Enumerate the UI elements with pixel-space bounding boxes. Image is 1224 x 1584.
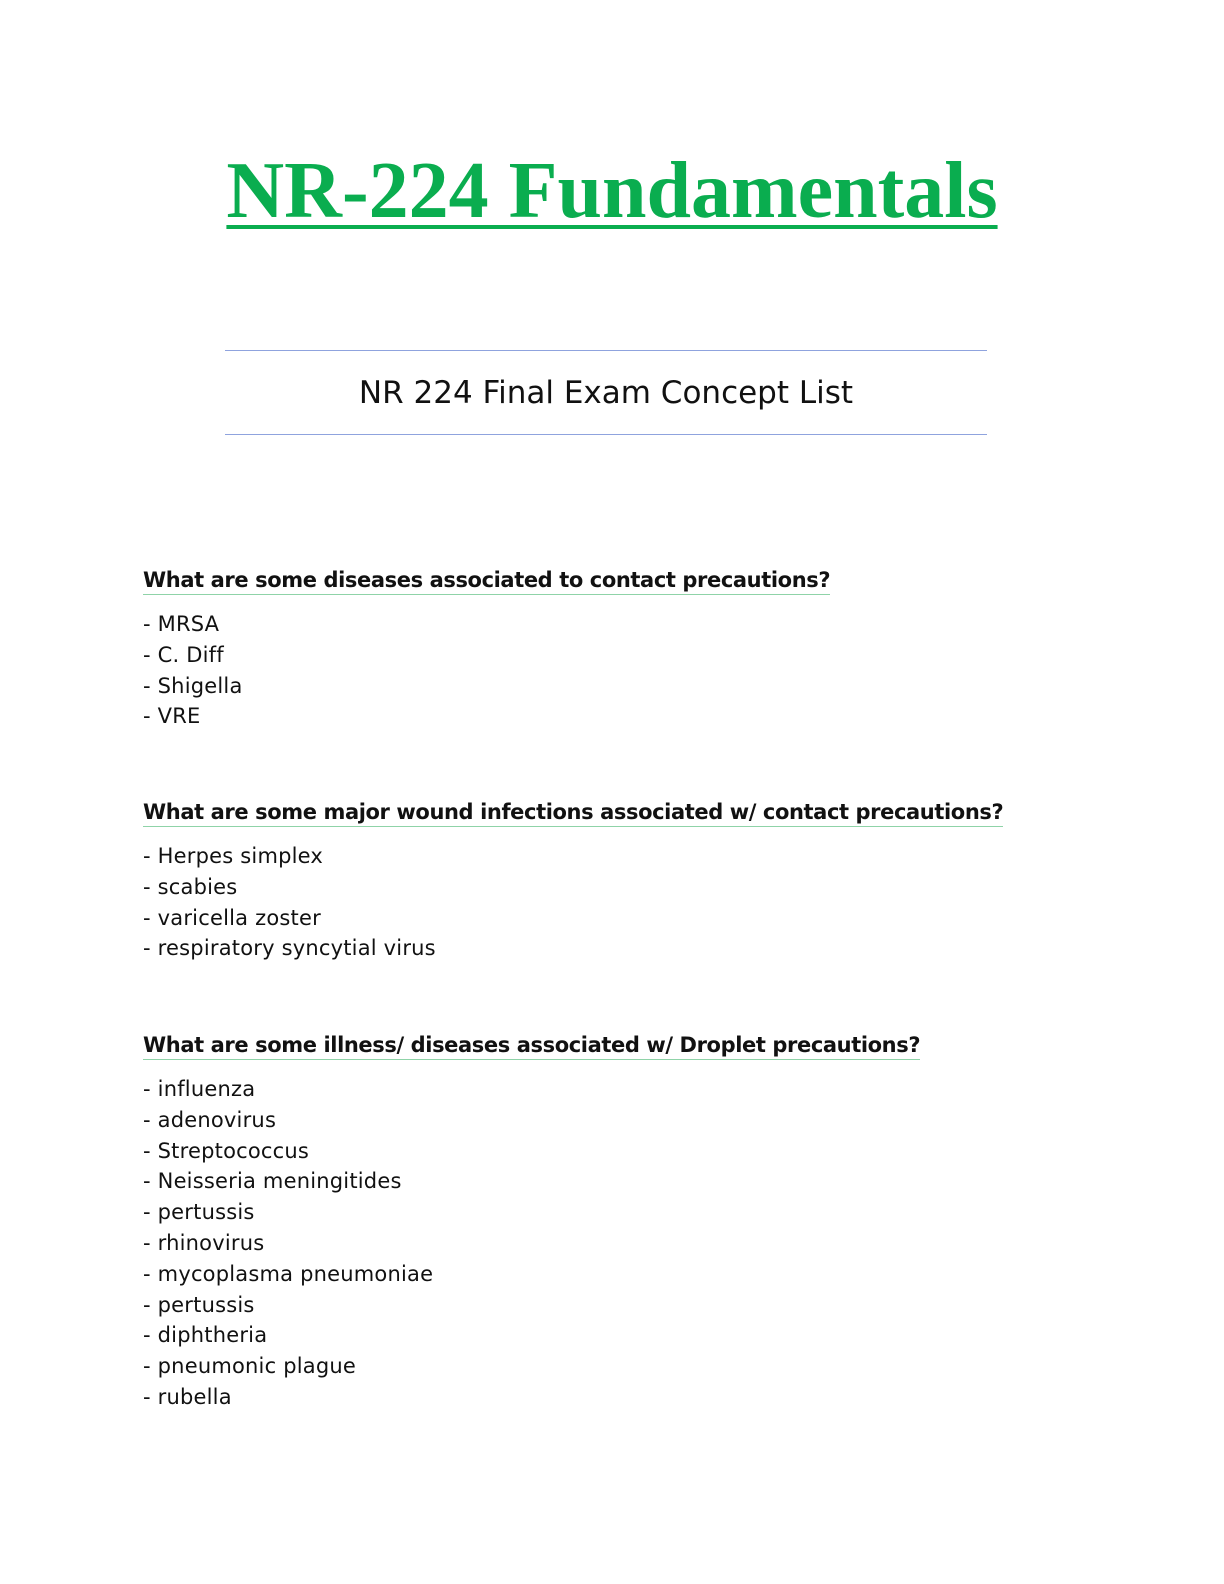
document-title: NR-224 Fundamentals: [0, 146, 1224, 237]
list-item: varicella zoster: [143, 903, 1143, 934]
section-wound-infections: What are some major wound infections ass…: [143, 798, 1143, 964]
list-item: adenovirus: [143, 1105, 1143, 1136]
answer-list: MRSA C. Diff Shigella VRE: [143, 609, 1143, 732]
list-item: diphtheria: [143, 1320, 1143, 1351]
document-title-text: NR-224 Fundamentals: [226, 147, 998, 235]
question-heading: What are some diseases associated to con…: [143, 566, 831, 595]
list-item: pertussis: [143, 1197, 1143, 1228]
list-item: scabies: [143, 872, 1143, 903]
list-item: mycoplasma pneumoniae: [143, 1259, 1143, 1290]
list-item: respiratory syncytial virus: [143, 933, 1143, 964]
list-item: Herpes simplex: [143, 841, 1143, 872]
list-item: pertussis: [143, 1290, 1143, 1321]
answer-list: influenza adenovirus Streptococcus Neiss…: [143, 1074, 1143, 1413]
document-subtitle: NR 224 Final Exam Concept List: [358, 374, 854, 411]
list-item: Shigella: [143, 671, 1143, 702]
list-item: VRE: [143, 701, 1143, 732]
list-item: MRSA: [143, 609, 1143, 640]
subtitle-banner: NR 224 Final Exam Concept List: [225, 350, 987, 435]
section-droplet-diseases: What are some illness/ diseases associat…: [143, 1031, 1143, 1413]
section-contact-diseases: What are some diseases associated to con…: [143, 566, 1143, 732]
question-heading: What are some illness/ diseases associat…: [143, 1031, 921, 1060]
list-item: pneumonic plague: [143, 1351, 1143, 1382]
answer-list: Herpes simplex scabies varicella zoster …: [143, 841, 1143, 964]
list-item: rubella: [143, 1382, 1143, 1413]
list-item: rhinovirus: [143, 1228, 1143, 1259]
question-heading: What are some major wound infections ass…: [143, 798, 1004, 827]
list-item: Streptococcus: [143, 1136, 1143, 1167]
list-item: C. Diff: [143, 640, 1143, 671]
list-item: Neisseria meningitides: [143, 1166, 1143, 1197]
list-item: influenza: [143, 1074, 1143, 1105]
